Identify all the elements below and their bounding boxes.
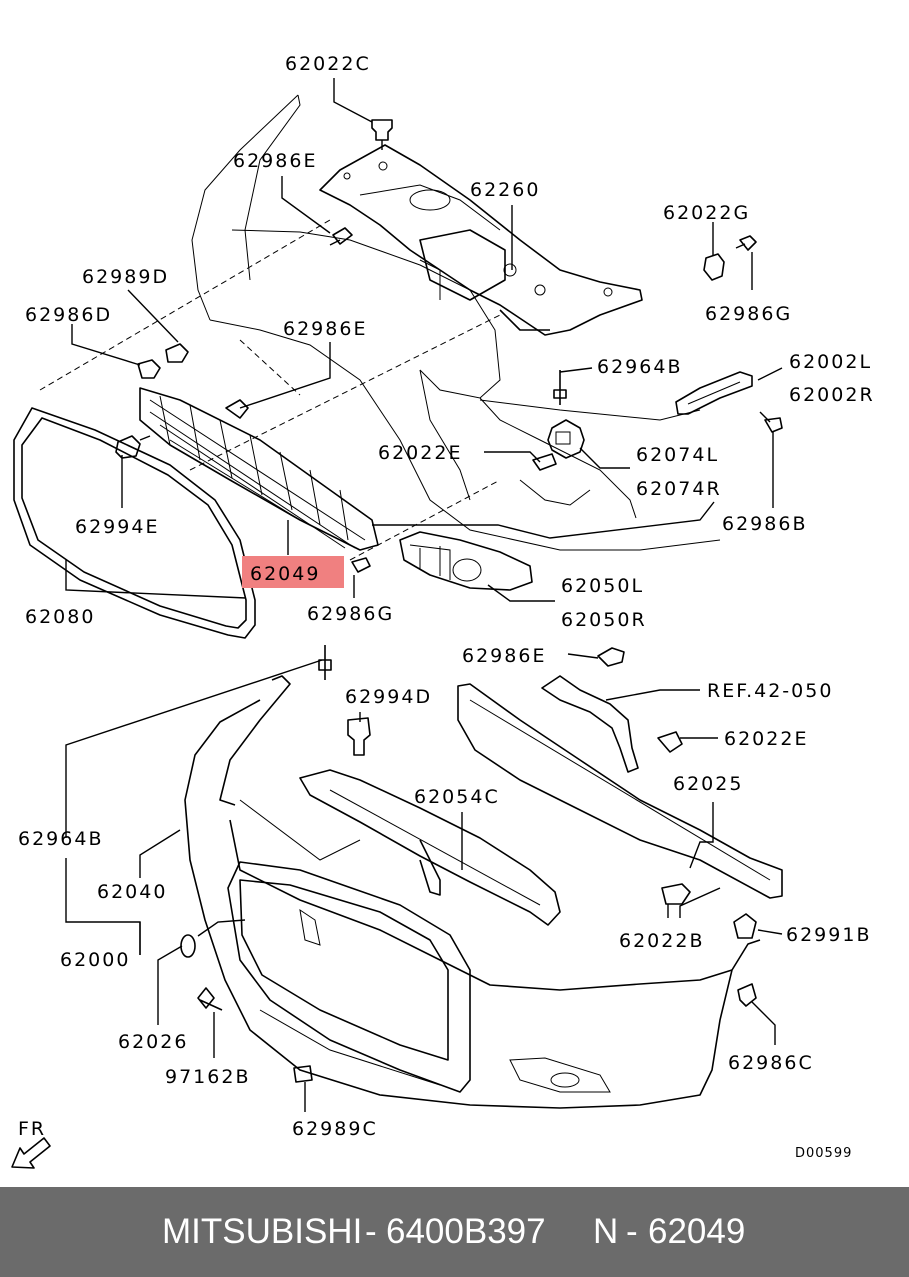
clip-62022G [703,235,757,281]
label-62074L: 62074L [636,444,719,466]
label-62986B: 62986B [722,513,807,535]
n-label: N [593,1212,619,1251]
label-ref-42-050: REF.42-050 [707,680,833,702]
bar-62025 [457,683,783,899]
label-62080: 62080 [25,606,95,628]
fr-arrow-icon [11,1137,51,1169]
label-62022E-mid: 62022E [378,442,462,464]
part-number: 6400B397 [386,1212,546,1251]
brand-name: MITSUBISHI [162,1212,363,1251]
diagram-code: D00599 [795,1146,852,1161]
label-62050L: 62050L [561,575,644,597]
label-62022C: 62022C [285,53,371,75]
label-62986G-low: 62986G [307,603,394,625]
part-highlight [242,556,344,588]
leader-lines [65,78,783,1112]
label-62994E: 62994E [75,516,159,538]
parts-diagram: 62022C 62986E 62260 62022G 62986G 62989D… [11,53,875,1169]
pin-62964B-low [318,645,332,680]
label-62022B: 62022B [619,930,704,952]
label-62054C: 62054C [414,786,500,808]
label-62989C: 62989C [292,1118,378,1140]
label-62025: 62025 [673,773,743,795]
bracket-62074 [547,419,585,459]
label-fr: FR [18,1118,46,1140]
label-62022E-low: 62022E [724,728,808,750]
clip-62989C [293,1065,313,1083]
screw-62986C [737,983,757,1007]
label-97162B: 97162B [165,1066,250,1088]
clip-62022E-low [657,731,683,753]
body-outline [191,94,721,551]
bezel-62050 [399,531,533,591]
emblem-97162B [197,987,223,1011]
screw-62986E-low [597,647,625,667]
clip-62022B [661,883,691,918]
plug-62026 [180,934,196,958]
diagram-svg: 62022C 62986E 62260 62022G 62986G 62989D… [11,53,875,1169]
label-62964B-low: 62964B [18,828,103,850]
screw-62986B [759,411,783,433]
part-info-bar: MITSUBISHI - 6400B397 N - 62049 [0,1187,909,1277]
ref-bracket [541,675,639,773]
label-62964B-top: 62964B [597,356,682,378]
screw-62986G-low [351,557,371,573]
label-62986E-low: 62986E [462,645,546,667]
label-62022G: 62022G [663,202,750,224]
separator: - [365,1212,377,1251]
label-62986E-mid: 62986E [283,318,367,340]
label-62026: 62026 [118,1031,188,1053]
label-62074R: 62074R [636,478,722,500]
bracket-62260 [319,144,643,336]
label-62986E-top: 62986E [233,150,317,172]
frame-62080 [13,407,256,639]
reference-lines [39,219,501,561]
clip-62022E-mid [532,453,557,471]
labels: 62022C 62986E 62260 62022G 62986G 62989D… [18,53,875,1161]
label-62986G-right: 62986G [705,303,792,325]
nut-62989D [165,343,189,363]
pin-62964B-top [553,370,567,405]
label-62002L: 62002L [789,351,872,373]
grille-62049 [139,387,379,551]
bumper-62040 [184,675,761,1109]
label-62040: 62040 [97,881,167,903]
bracket-62002 [675,371,753,415]
clip-62022C [371,119,393,150]
label-62000: 62000 [60,949,130,971]
grommet-62994D [347,717,371,756]
label-62994D: 62994D [345,686,432,708]
label-62260: 62260 [470,179,540,201]
label-62050R: 62050R [561,609,647,631]
screw-62986E-mid [225,399,249,419]
label-62002R: 62002R [789,384,875,406]
diagram-number: 62049 [648,1212,746,1251]
screw-62986D [137,359,161,379]
grommet-62994E [115,435,151,459]
label-62986C: 62986C [728,1052,814,1074]
label-62991B: 62991B [786,924,871,946]
label-62049: 62049 [250,563,320,585]
separator: - [626,1212,638,1251]
screw-62986E-top [329,227,353,246]
nut-62991B [733,913,757,939]
label-62986D: 62986D [25,304,112,326]
label-62989D: 62989D [82,266,169,288]
bracket-62054C [299,769,561,926]
